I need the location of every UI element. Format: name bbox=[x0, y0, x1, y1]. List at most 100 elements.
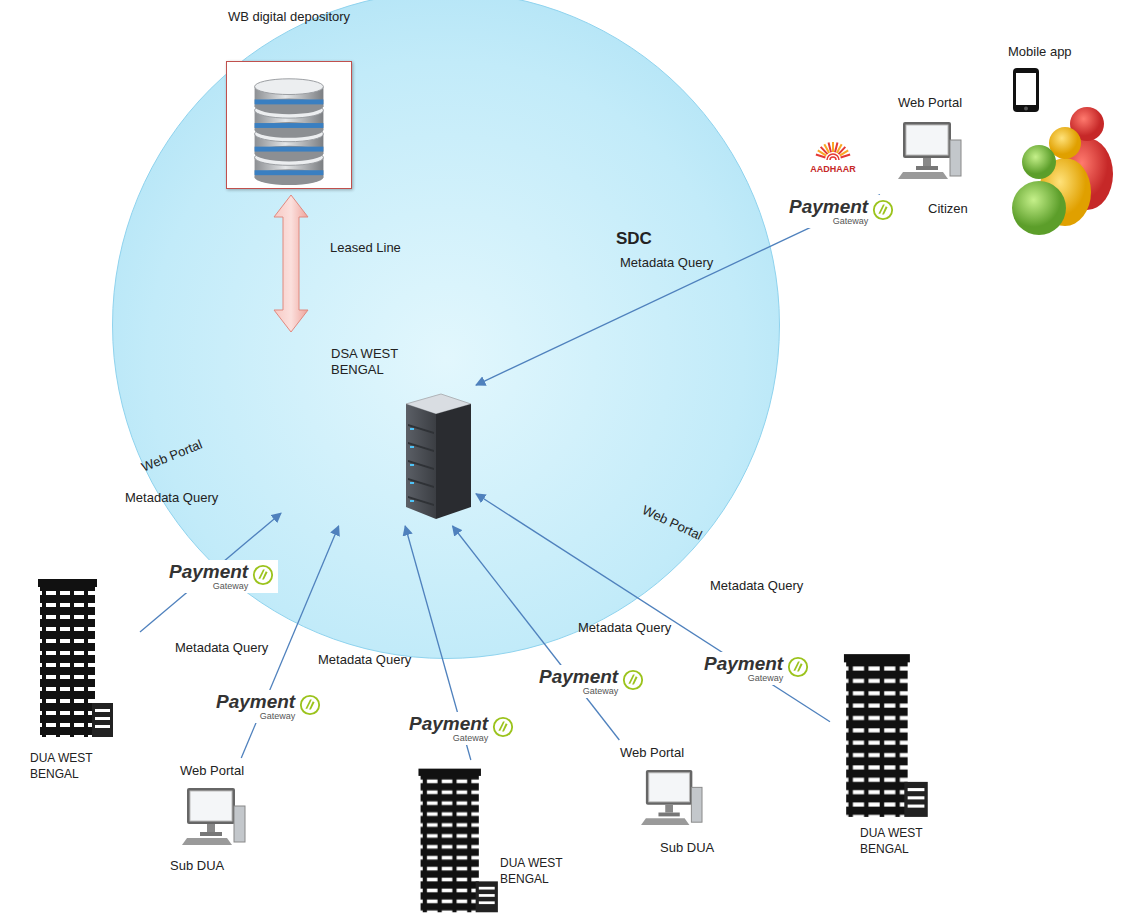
graphic-part bbox=[649, 773, 690, 802]
text-slot: Web Portal bbox=[620, 745, 710, 761]
graphic-part bbox=[182, 786, 247, 848]
graphic-part bbox=[1013, 68, 1039, 112]
graphic-part bbox=[408, 496, 434, 506]
aadhaar-symbol bbox=[808, 140, 858, 164]
graphic-part bbox=[808, 140, 858, 160]
graphic-part bbox=[255, 79, 324, 95]
graphic-part bbox=[916, 166, 938, 170]
graphic-part bbox=[408, 460, 434, 470]
sub-dua-node: Web PortalSub DUA bbox=[160, 758, 270, 883]
text-slot: Sub DUA bbox=[660, 840, 722, 856]
node-label: DUA WEST BENGAL bbox=[860, 825, 938, 857]
text-slot: Sub DUA bbox=[170, 858, 255, 874]
graphic-part bbox=[874, 200, 892, 218]
logo-words: PaymentGateway bbox=[539, 667, 618, 696]
payment-gateway-logo: PaymentGateway bbox=[405, 712, 518, 745]
graphic-part bbox=[309, 701, 315, 709]
logo-word: Payment bbox=[789, 197, 868, 216]
text-slot: Web Portal bbox=[898, 95, 988, 111]
graphic-part bbox=[835, 143, 837, 153]
gateway-icon bbox=[622, 669, 644, 695]
payment-gateway-logo: PaymentGateway bbox=[212, 690, 325, 723]
query-arrow bbox=[476, 494, 830, 722]
computer-icon bbox=[640, 768, 705, 828]
gateway-icon bbox=[492, 716, 514, 742]
edge-label-slot: Metadata Query bbox=[620, 255, 713, 271]
graphic-part bbox=[410, 446, 414, 448]
graphic-part bbox=[410, 500, 414, 502]
logo-words: PaymentGateway bbox=[169, 562, 248, 591]
graphic-part bbox=[299, 694, 321, 716]
node-label: DUA WEST BENGAL bbox=[500, 855, 578, 887]
logo-subword: Gateway bbox=[409, 733, 488, 743]
text-slot: WB digital depository bbox=[223, 9, 355, 25]
graphic-part bbox=[492, 716, 514, 738]
graphic-part bbox=[410, 428, 414, 430]
graphic-part bbox=[903, 122, 951, 158]
graphic-part bbox=[502, 723, 508, 731]
graphic-part bbox=[396, 389, 476, 524]
leased-line-arrow bbox=[274, 195, 308, 332]
aadhaar-logo: AADHAAR bbox=[808, 140, 858, 174]
graphic-part bbox=[624, 670, 642, 688]
graphic-part bbox=[190, 791, 232, 821]
gateway-icon bbox=[252, 564, 274, 590]
text-slot: Web Portal bbox=[180, 763, 265, 779]
edge-label-slot: Metadata Query bbox=[710, 578, 803, 594]
logo-word: Payment bbox=[409, 714, 488, 733]
node-label: WB digital depository bbox=[223, 9, 355, 25]
payment-gateway-logo: PaymentGateway bbox=[700, 652, 813, 685]
graphic-part bbox=[658, 813, 679, 817]
computer-icon bbox=[898, 116, 963, 186]
payment-gateway-logo: PaymentGateway bbox=[165, 560, 278, 593]
graphic-part bbox=[255, 146, 324, 162]
edge-label: Leased Line bbox=[330, 240, 401, 256]
graphic-part bbox=[254, 565, 272, 583]
graphic-part bbox=[908, 805, 925, 808]
graphic-part bbox=[827, 154, 839, 160]
graphic-part bbox=[1024, 107, 1028, 111]
computer-icon bbox=[182, 786, 247, 848]
edge-label: Metadata Query bbox=[710, 578, 803, 594]
building-icon bbox=[410, 765, 500, 915]
edge-label-slot: Leased Line bbox=[330, 240, 401, 256]
graphic-part bbox=[494, 717, 512, 735]
graphic-part bbox=[479, 894, 495, 897]
graphic-part bbox=[1010, 66, 1042, 114]
graphic-part bbox=[436, 404, 471, 519]
db-icon bbox=[238, 67, 340, 185]
graphic-part bbox=[406, 404, 436, 519]
edge-label-slot: Metadata Query bbox=[125, 490, 218, 506]
node-label: DSA WEST BENGAL bbox=[331, 346, 413, 378]
graphic-part bbox=[255, 169, 324, 185]
graphic-part bbox=[408, 424, 434, 434]
dua-building-node: DUA WEST BENGAL bbox=[405, 760, 581, 918]
graphic-part bbox=[200, 832, 222, 836]
graphic-part bbox=[95, 725, 110, 728]
building-icon bbox=[30, 575, 115, 740]
graphic-part bbox=[408, 442, 434, 452]
text-slot: SDC bbox=[616, 231, 676, 247]
aadhaar-word: AADHAAR bbox=[808, 164, 858, 174]
edge-label-slot: Metadata Query bbox=[175, 640, 268, 656]
logo-word: Payment bbox=[169, 562, 248, 581]
edge-label-slot: Metadata Query bbox=[578, 620, 671, 636]
graphic-part bbox=[40, 585, 95, 737]
graphic-part bbox=[846, 660, 907, 817]
citizen-node: Mobile appWeb PortalCitizen bbox=[880, 38, 1116, 240]
server-icon bbox=[396, 389, 476, 524]
graphic-part bbox=[904, 782, 927, 817]
logo-word: Payment bbox=[216, 692, 295, 711]
graphic-part bbox=[252, 564, 274, 586]
graphic-part bbox=[835, 650, 930, 820]
graphic-part bbox=[898, 172, 948, 179]
logo-subword: Gateway bbox=[704, 673, 783, 683]
graphic-part bbox=[408, 478, 434, 488]
logo-subword: Gateway bbox=[539, 686, 618, 696]
dua-building-node: DUA WEST BENGAL bbox=[20, 570, 140, 795]
graphic-part bbox=[632, 676, 638, 684]
node-label: SDC bbox=[616, 231, 676, 247]
graphic-part bbox=[410, 765, 500, 915]
graphic-part bbox=[908, 788, 925, 791]
gateway-icon bbox=[787, 656, 809, 682]
